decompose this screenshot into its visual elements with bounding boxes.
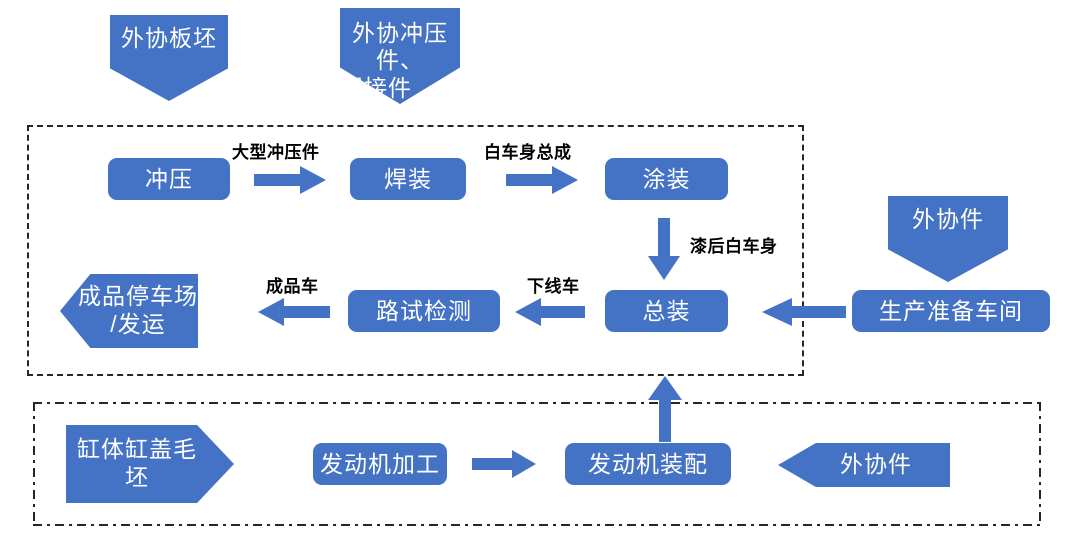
flow-label-painted-body: 漆后白车身 bbox=[690, 237, 778, 256]
flow-label-body-in-white: 白车身总成 bbox=[484, 143, 572, 162]
process-road-test[interactable]: 路试检测 bbox=[348, 290, 500, 332]
flow-label-offline-car: 下线车 bbox=[527, 277, 580, 296]
output-finished-yard-label-line1: 成品停车场 bbox=[78, 283, 198, 310]
arrow-engine-to-final-assembly bbox=[648, 376, 682, 442]
arrow-machining-to-assembly bbox=[472, 450, 536, 478]
process-road-test-label: 路试检测 bbox=[376, 297, 472, 324]
process-welding[interactable]: 焊装 bbox=[350, 158, 466, 200]
input-sheet-blank[interactable]: 外协板坯 bbox=[110, 15, 228, 101]
input-outsourced-parts-right[interactable]: 外协件 bbox=[888, 196, 1008, 282]
flow-label-large-stampings: 大型冲压件 bbox=[232, 143, 320, 162]
zone-vehicle-production bbox=[27, 125, 804, 376]
input-cylinder-blank-label-line1: 缸体缸盖毛 bbox=[77, 436, 197, 463]
process-final-assembly-label: 总装 bbox=[642, 297, 691, 324]
input-cylinder-blank-label-line2: 坯 bbox=[125, 464, 149, 490]
arrow-final-assembly-to-road-test bbox=[515, 298, 585, 326]
process-engine-assembly-label: 发动机装配 bbox=[588, 450, 708, 477]
output-finished-yard-label-line2: /发运 bbox=[110, 311, 166, 337]
process-welding-label: 焊装 bbox=[384, 165, 432, 192]
process-stamping-label: 冲压 bbox=[145, 165, 193, 192]
arrow-painting-to-final-assembly bbox=[648, 218, 680, 280]
input-stamp-weld-parts-label-line1: 外协冲压件、 bbox=[352, 19, 448, 74]
arrow-prep-to-final-assembly bbox=[762, 298, 846, 326]
arrow-road-test-to-yard bbox=[258, 298, 330, 326]
process-engine-assembly[interactable]: 发动机装配 bbox=[565, 443, 731, 485]
process-painting[interactable]: 涂装 bbox=[605, 158, 728, 200]
arrow-welding-to-painting bbox=[506, 166, 578, 194]
input-sheet-blank-label: 外协板坯 bbox=[121, 25, 217, 51]
flow-label-finished-car: 成品车 bbox=[266, 277, 319, 296]
process-final-assembly[interactable]: 总装 bbox=[605, 290, 728, 332]
input-outsourced-parts-engine-label: 外协件 bbox=[840, 451, 912, 478]
arrow-stamping-to-welding bbox=[254, 166, 326, 194]
process-painting-label: 涂装 bbox=[642, 165, 691, 192]
process-stamping[interactable]: 冲压 bbox=[108, 158, 230, 200]
process-engine-machining-label: 发动机加工 bbox=[320, 450, 440, 477]
input-stamp-weld-parts-label-line2: 焊接件 bbox=[340, 74, 412, 101]
input-outsourced-parts-engine[interactable]: 外协件 bbox=[778, 443, 950, 487]
input-stamp-weld-parts[interactable]: 外协冲压件、 焊接件 bbox=[340, 8, 460, 104]
output-finished-yard[interactable]: 成品停车场 /发运 bbox=[60, 274, 198, 348]
process-engine-machining[interactable]: 发动机加工 bbox=[313, 443, 447, 485]
process-production-prep[interactable]: 生产准备车间 bbox=[852, 290, 1050, 332]
input-cylinder-blank[interactable]: 缸体缸盖毛 坯 bbox=[66, 425, 234, 503]
input-outsourced-parts-right-label: 外协件 bbox=[912, 206, 984, 232]
process-production-prep-label: 生产准备车间 bbox=[879, 297, 1023, 324]
